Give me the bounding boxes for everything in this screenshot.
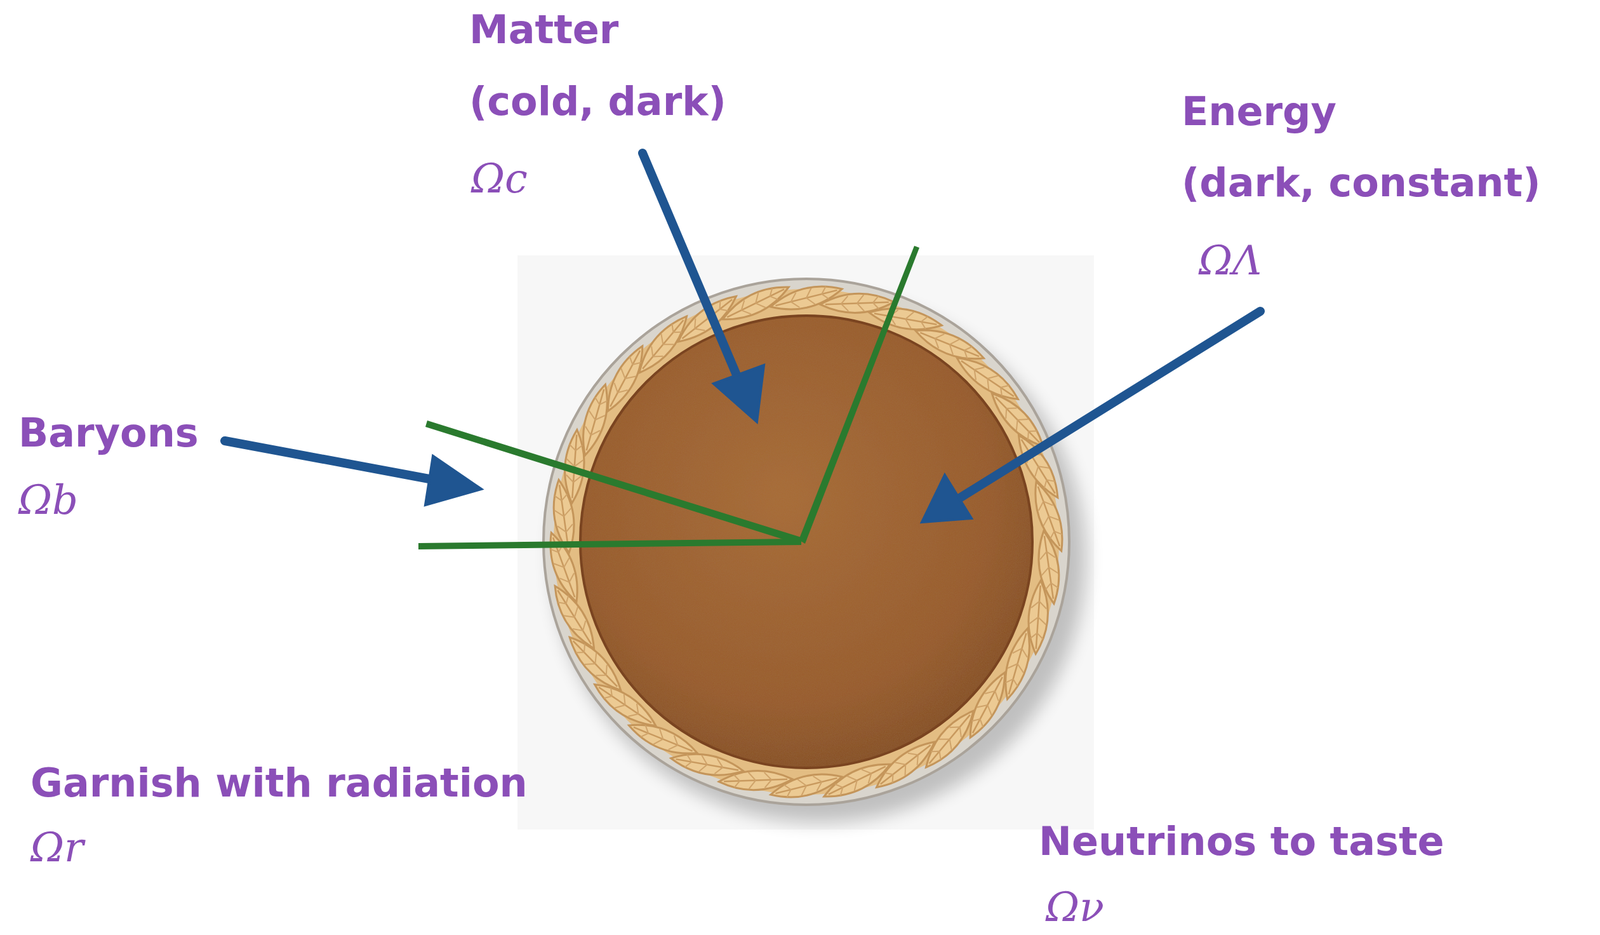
label-text: Garnish with radiation (30, 763, 528, 803)
label-text: Energy (1181, 92, 1337, 132)
slice-cuts (418, 245, 920, 550)
symbol-text: Ωc (471, 158, 528, 199)
symbol-text: Ων (1045, 886, 1105, 927)
cut-line (418, 538, 802, 550)
symbol-text: Ωr (30, 826, 84, 868)
label-text: Neutrinos to taste (1038, 821, 1445, 861)
label-text: (dark, constant) (1181, 163, 1541, 203)
cut-line (798, 245, 920, 544)
arrow-head (713, 365, 764, 422)
symbol-text: ΩΛ (1198, 240, 1262, 281)
cut-line (425, 420, 802, 545)
arrow-head (921, 474, 972, 522)
label-text: Matter (469, 10, 619, 50)
label-text: Baryons (18, 413, 199, 453)
arrow-shaft (642, 153, 740, 383)
arrow-head (425, 455, 482, 505)
arrow-shaft (958, 311, 1261, 499)
pointer-arrows (224, 153, 1261, 522)
label-text: (cold, dark) (469, 81, 727, 122)
arrow-shaft (224, 440, 440, 481)
symbol-text: Ωb (18, 479, 79, 520)
